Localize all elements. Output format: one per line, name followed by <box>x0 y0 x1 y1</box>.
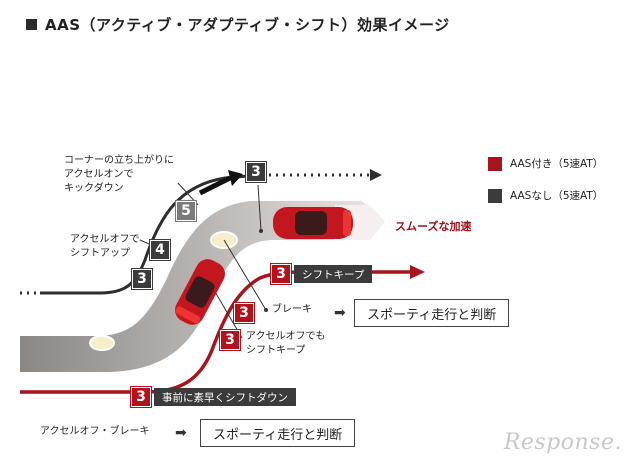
leader-brake <box>223 239 267 311</box>
legend-no-aas: AASなし（5速AT） <box>488 188 603 203</box>
title-row: AAS（アクティブ・アダプティブ・シフト）効果イメージ <box>26 14 450 35</box>
car-exit <box>273 207 353 239</box>
result-arrow-bottom: ➡ <box>175 425 187 441</box>
title-bullet <box>26 19 37 30</box>
legend-swatch-aas <box>488 156 502 171</box>
result-arrow-top: ➡ <box>334 305 346 321</box>
annotation-accel-brake: アクセルオフ・ブレーキ <box>40 426 150 437</box>
legend-aas: AAS付き（5速AT） <box>488 156 603 171</box>
response-logo: Response. <box>503 430 622 455</box>
car-on-curve <box>175 259 225 325</box>
result-box-bottom: スポーティ走行と判断 <box>200 419 356 447</box>
annotation-keep: アクセルオフでも シフトキープ <box>246 331 326 356</box>
aas-arrowhead <box>410 265 425 279</box>
annotation-brake: ブレーキ <box>272 304 312 315</box>
gear-5: 5 <box>175 200 197 222</box>
leader-exit <box>257 184 262 232</box>
smooth-accel-label: スムーズな加速 <box>395 220 472 233</box>
gear-3-mid1: 3 <box>233 302 255 324</box>
spotlight-left <box>89 335 115 351</box>
legend-label-aas: AAS付き（5速AT） <box>510 158 604 170</box>
road-edge-upper <box>20 199 360 336</box>
legend-label-no-aas: AASなし（5速AT） <box>510 190 604 202</box>
annotation-kickdown: コーナーの立ち上がりに アクセルオンで キックダウン <box>64 155 174 194</box>
tag-shift-keep: シフトキープ <box>294 265 373 283</box>
page-title: AAS（アクティブ・アダプティブ・シフト）効果イメージ <box>45 16 450 34</box>
gear-3-mid2: 3 <box>219 329 241 351</box>
annotation-shiftup: アクセルオフで シフトアップ <box>70 234 140 259</box>
gear-3-left: 3 <box>131 268 153 290</box>
result-box-top: スポーティ走行と判断 <box>354 299 510 327</box>
no-aas-path <box>40 173 261 295</box>
leader-dot-1 <box>264 308 268 312</box>
gear-4: 4 <box>149 239 171 261</box>
gear-3-keep: 3 <box>270 263 292 285</box>
kickdown-arrow-line <box>198 175 232 196</box>
no-aas-arrowhead <box>370 169 382 181</box>
tag-downshift: 事前に素早くシフトダウン <box>154 388 296 406</box>
gear-3-top: 3 <box>245 161 267 183</box>
gear-3-bottom: 3 <box>130 386 152 408</box>
kickdown-arrowhead <box>228 170 243 186</box>
legend-swatch-no-aas <box>488 188 502 203</box>
